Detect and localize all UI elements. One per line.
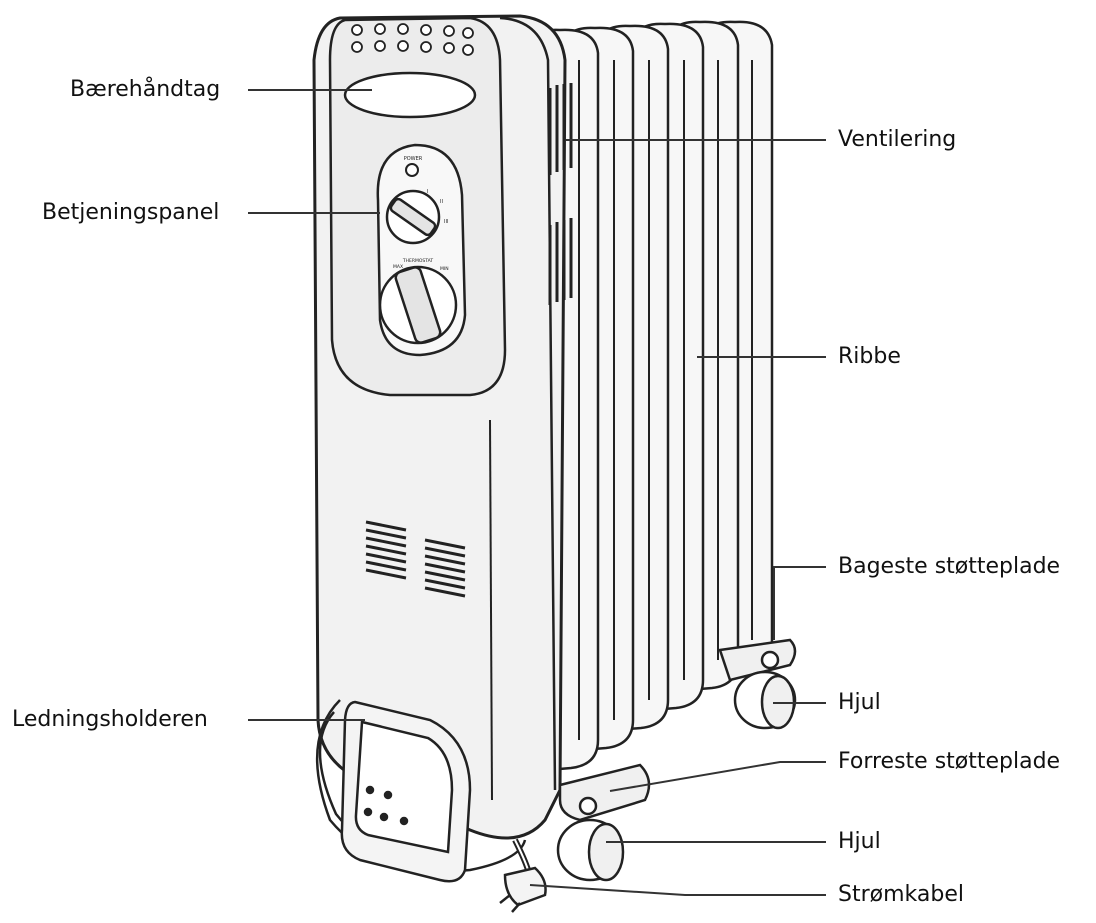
label-ribbe: Ribbe <box>838 344 901 369</box>
top-vent-holes <box>351 23 474 56</box>
rear-support-and-wheel <box>718 638 797 730</box>
control-panel <box>328 16 507 397</box>
marking-thermostat: THERMOSTAT <box>402 258 434 264</box>
label-ledningsholderen: Ledningsholderen <box>12 707 208 732</box>
marking-setting-3: III <box>444 219 448 225</box>
fin-grooves <box>578 60 753 740</box>
leader-stromkabel <box>529 884 826 896</box>
label-stromkabel: Strømkabel <box>838 882 964 907</box>
label-hjul-for: Hjul <box>838 829 881 854</box>
side-ventilation-slots <box>548 83 573 305</box>
label-forreste-stotteplade: Forreste støtteplade <box>838 749 1061 774</box>
cord-holder-assembly <box>315 699 527 883</box>
front-support-and-wheel <box>556 763 651 882</box>
power-dial <box>385 189 441 245</box>
thermostat-dial <box>378 265 458 345</box>
label-ventilering: Ventilering <box>838 127 957 152</box>
label-hjul-bag: Hjul <box>838 690 881 715</box>
power-indicator <box>405 163 419 177</box>
leader-bageste-stotteplade <box>773 566 826 640</box>
label-baerehaandtag: Bærehåndtag <box>70 77 221 102</box>
label-betjeningspanel: Betjeningspanel <box>42 200 220 225</box>
leader-lines <box>248 89 826 896</box>
power-cable-plug <box>499 838 547 913</box>
marking-max: MAX <box>393 264 403 270</box>
marking-setting-2: II <box>440 199 443 205</box>
label-bageste-stotteplade: Bageste støtteplade <box>838 554 1061 579</box>
marking-min: MIN <box>440 266 449 272</box>
device-markings: POWER I II III THERMOSTAT MAX MIN <box>393 156 449 272</box>
leader-forreste-stotteplade <box>609 761 826 792</box>
carrying-handle <box>343 71 477 119</box>
marking-power: POWER <box>404 156 423 162</box>
front-ventilation-grilles <box>365 520 466 598</box>
marking-setting-1: I <box>427 189 428 195</box>
